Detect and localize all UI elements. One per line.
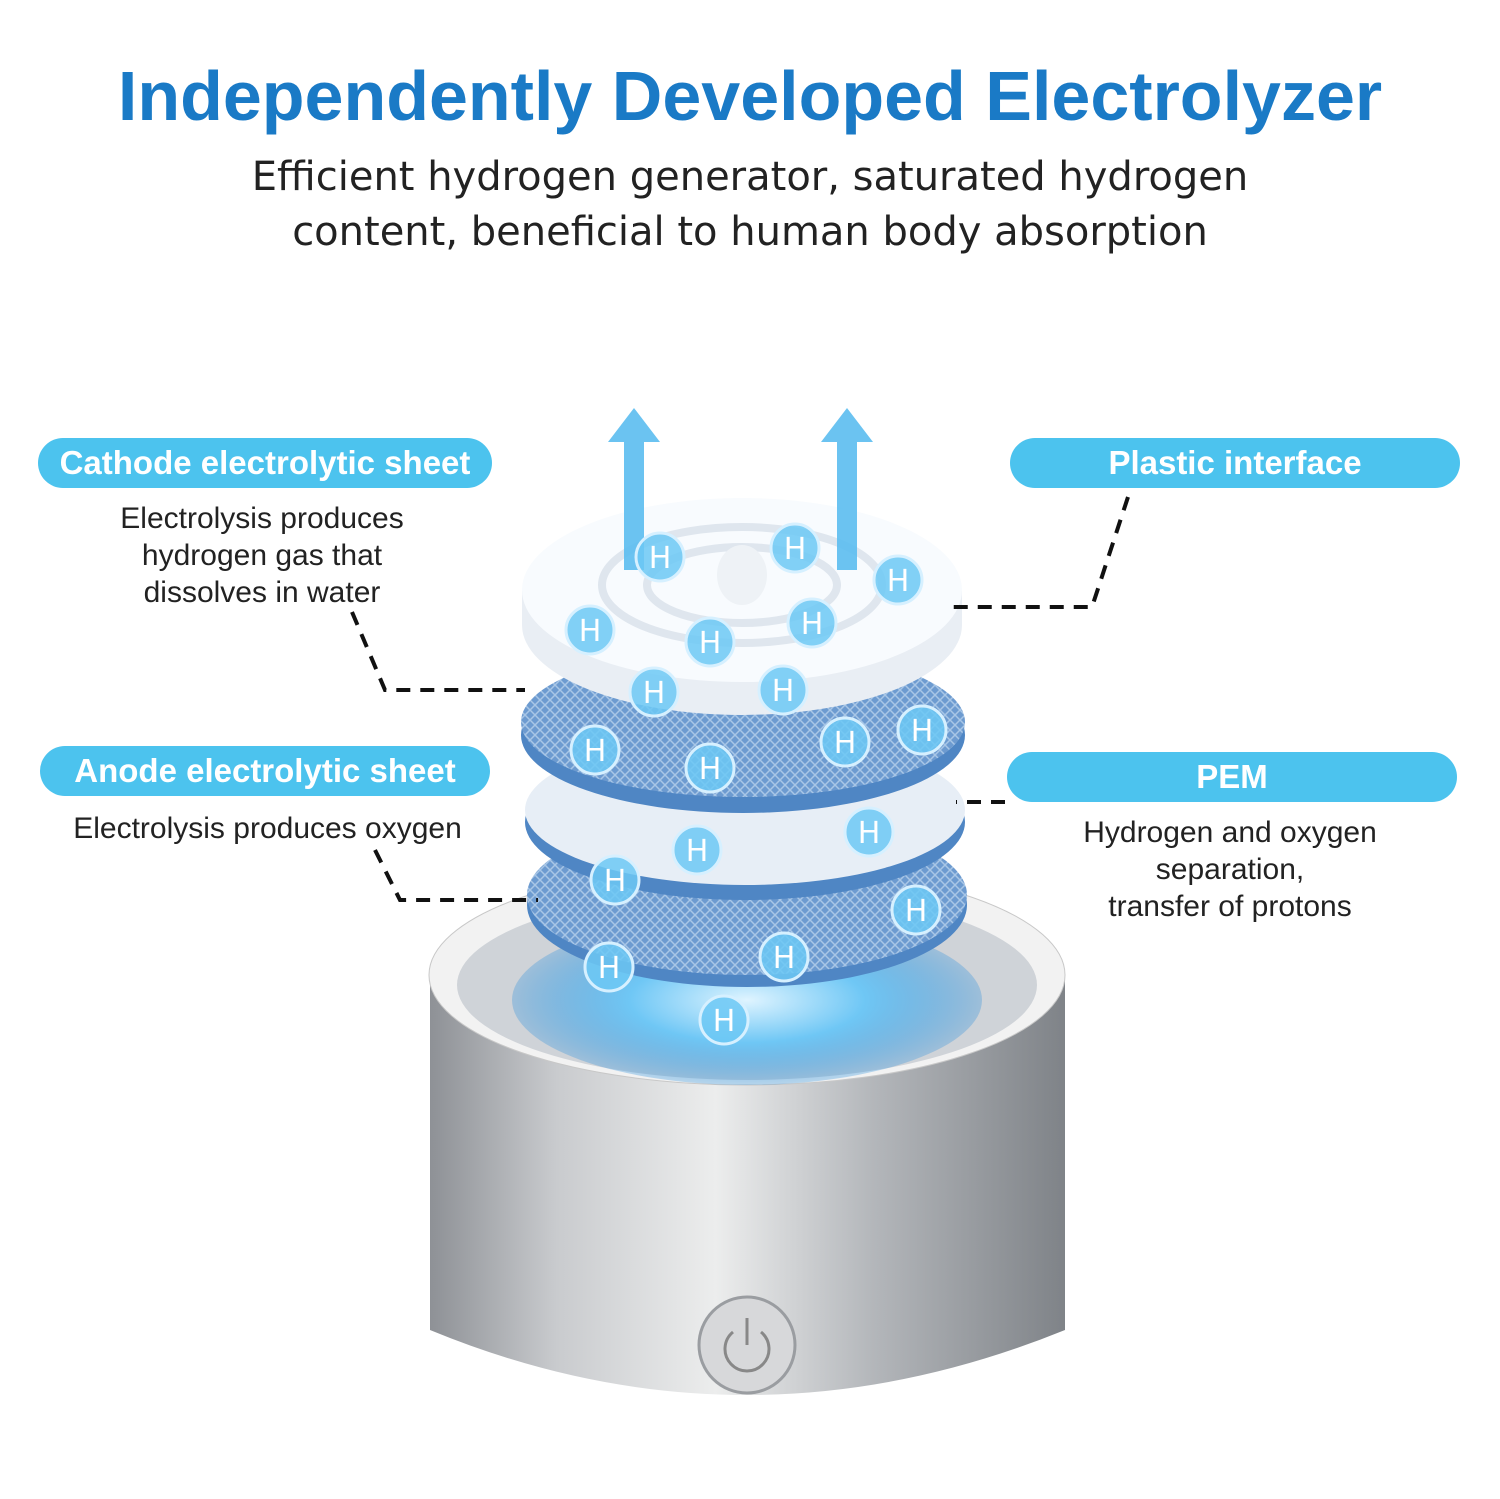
bubble-label: H bbox=[584, 734, 607, 769]
hydrogen-bubble: H bbox=[786, 597, 838, 649]
hydrogen-bubble: H bbox=[634, 531, 686, 583]
hydrogen-bubble: H bbox=[843, 806, 895, 858]
bubble-label: H bbox=[699, 626, 722, 661]
bubble-label: H bbox=[801, 607, 824, 642]
bubble-label: H bbox=[686, 834, 709, 869]
hydrogen-bubble: H bbox=[698, 994, 750, 1046]
hydrogen-bubble: H bbox=[896, 704, 948, 756]
hydrogen-bubble: H bbox=[890, 884, 942, 936]
desc-line: Electrolysis produces bbox=[120, 502, 404, 535]
subtitle: Efficient hydrogen generator, saturated … bbox=[0, 150, 1500, 260]
bubble-label: H bbox=[834, 726, 857, 761]
hydrogen-bubble: H bbox=[564, 604, 616, 656]
bubble-label: H bbox=[784, 532, 807, 567]
bubble-label: H bbox=[643, 676, 666, 711]
pem-description: Hydrogen and oxygen separation, transfer… bbox=[1030, 814, 1430, 925]
hydrogen-bubble: H bbox=[569, 724, 621, 776]
bubble-label: H bbox=[905, 894, 928, 929]
desc-line: dissolves in water bbox=[143, 576, 381, 609]
bubble-label: H bbox=[858, 816, 881, 851]
hydrogen-bubble: H bbox=[589, 854, 641, 906]
desc-line: separation, bbox=[1155, 853, 1305, 886]
power-icon bbox=[723, 1330, 771, 1373]
hydrogen-bubble: H bbox=[757, 664, 809, 716]
page-title: Independently Developed Electrolyzer bbox=[117, 57, 1383, 135]
bubble-label: H bbox=[604, 864, 627, 899]
subtitle-line: Efficient hydrogen generator, saturated … bbox=[251, 154, 1249, 200]
cathode-label-pill: Cathode electrolytic sheet bbox=[38, 438, 492, 488]
bubble-label: H bbox=[911, 714, 934, 749]
hydrogen-bubble: H bbox=[684, 616, 736, 668]
cathode-leader bbox=[350, 611, 525, 692]
bubble-label: H bbox=[649, 541, 672, 576]
bubble-label: H bbox=[887, 564, 910, 599]
hydrogen-bubble: H bbox=[758, 931, 810, 983]
hydrogen-up-arrow bbox=[608, 408, 660, 570]
bubble-label: H bbox=[598, 951, 621, 986]
hydrogen-bubble: H bbox=[819, 716, 871, 768]
plastic-interface-pill: Plastic interface bbox=[1010, 438, 1460, 488]
anode-label-pill: Anode electrolytic sheet bbox=[40, 746, 490, 796]
bubble-label: H bbox=[713, 1004, 736, 1039]
plastic-leader bbox=[948, 496, 1130, 609]
pem-label-pill: PEM bbox=[1007, 752, 1457, 802]
hydrogen-bubble: H bbox=[583, 941, 635, 993]
desc-line: transfer of protons bbox=[1108, 890, 1352, 923]
cathode-description: Electrolysis produces hydrogen gas that … bbox=[62, 500, 462, 611]
hydrogen-up-arrow bbox=[821, 408, 873, 570]
bubble-label: H bbox=[579, 614, 602, 649]
desc-line: hydrogen gas that bbox=[141, 539, 383, 572]
hydrogen-bubble: H bbox=[872, 554, 924, 606]
subtitle-line: content, beneficial to human body absorp… bbox=[292, 209, 1208, 255]
anode-description: Electrolysis produces oxygen bbox=[73, 812, 462, 845]
hydrogen-bubble: H bbox=[769, 522, 821, 574]
hydrogen-bubble: H bbox=[684, 742, 736, 794]
leader-lines bbox=[350, 496, 1130, 902]
anode-leader bbox=[373, 849, 538, 902]
hydrogen-bubble: H bbox=[671, 824, 723, 876]
hydrogen-bubble: H bbox=[628, 666, 680, 718]
bubble-label: H bbox=[699, 752, 722, 787]
bubble-label: H bbox=[772, 674, 795, 709]
desc-line: Hydrogen and oxygen bbox=[1083, 816, 1377, 849]
bubble-label: H bbox=[773, 941, 796, 976]
